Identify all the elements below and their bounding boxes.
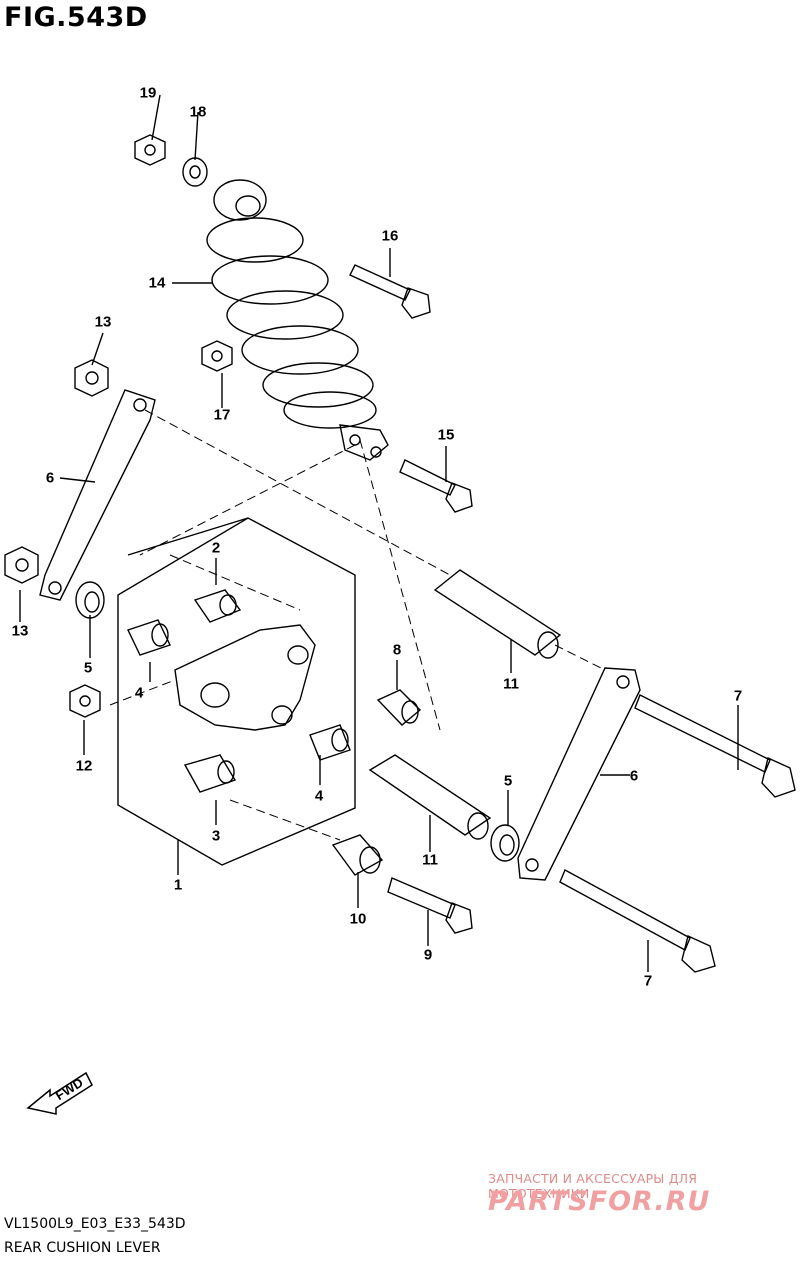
axis-lines bbox=[109, 409, 606, 841]
callout-9: 9 bbox=[423, 946, 433, 964]
callout-11-upper: 11 bbox=[503, 675, 519, 693]
bolt-7-upper bbox=[634, 694, 796, 798]
bolt-9 bbox=[387, 877, 473, 934]
figure-title: FIG.543D bbox=[4, 2, 148, 33]
bolt-16 bbox=[349, 264, 431, 319]
callout-18: 18 bbox=[189, 103, 207, 121]
bolt-15 bbox=[399, 459, 473, 513]
nut-19 bbox=[134, 134, 166, 166]
spacer-11-upper bbox=[433, 569, 562, 659]
callout-5-right: 5 bbox=[503, 772, 513, 790]
callout-1: 1 bbox=[173, 876, 183, 894]
cushion-lever bbox=[174, 624, 316, 731]
callout-13-top: 13 bbox=[94, 313, 112, 331]
bearing-3 bbox=[183, 754, 237, 793]
bearing-4-left bbox=[127, 619, 171, 656]
fwd-arrow-icon bbox=[26, 1071, 93, 1115]
callout-16: 16 bbox=[381, 227, 399, 245]
bolt-7-lower bbox=[559, 869, 716, 973]
cushion-rod-right bbox=[517, 667, 641, 881]
shock-absorber bbox=[206, 179, 389, 461]
spacer-8 bbox=[376, 689, 422, 726]
nut-17 bbox=[201, 340, 233, 372]
callout-13-bottom: 13 bbox=[11, 622, 29, 640]
leader-lines bbox=[19, 94, 739, 972]
lever-assembly-box bbox=[117, 517, 356, 866]
callout-14: 14 bbox=[148, 274, 166, 292]
callout-19: 19 bbox=[139, 84, 157, 102]
callout-4-left: 4 bbox=[134, 684, 144, 702]
nut-12 bbox=[69, 684, 101, 718]
bearing-2 bbox=[193, 589, 242, 623]
callout-12: 12 bbox=[75, 757, 93, 775]
bearing-4-right bbox=[309, 724, 351, 761]
washer-18 bbox=[182, 157, 208, 187]
diagram-code: VL1500L9_E03_E33_543D bbox=[4, 1216, 186, 1232]
callout-3: 3 bbox=[211, 827, 221, 845]
callout-2: 2 bbox=[211, 539, 221, 557]
cushion-rod-left bbox=[39, 389, 156, 601]
callout-8: 8 bbox=[392, 641, 402, 659]
callout-6-left: 6 bbox=[45, 469, 55, 487]
callout-6-right: 6 bbox=[629, 767, 639, 785]
nut-13-bottom bbox=[4, 546, 39, 584]
callout-10: 10 bbox=[349, 910, 367, 928]
callout-17: 17 bbox=[213, 406, 231, 424]
callout-7-upper: 7 bbox=[733, 687, 743, 705]
callout-11-lower: 11 bbox=[422, 851, 438, 869]
callout-7-lower: 7 bbox=[643, 972, 653, 990]
watermark-logo: PARTSFOR.RU bbox=[488, 1186, 711, 1217]
nut-13-top bbox=[74, 359, 109, 397]
spacer-11-lower bbox=[368, 754, 492, 840]
callout-15: 15 bbox=[437, 426, 455, 444]
seal-5-left bbox=[75, 581, 105, 619]
callout-4-right: 4 bbox=[314, 787, 324, 805]
collar-10 bbox=[331, 834, 384, 876]
watermark-tagline: ЗАПЧАСТИ И АКСЕССУАРЫ ДЛЯ МОТОТЕХНИКИ bbox=[488, 1171, 698, 1201]
seal-5-right bbox=[490, 824, 520, 862]
diagram-caption: REAR CUSHION LEVER bbox=[4, 1240, 161, 1256]
callout-5-left: 5 bbox=[83, 659, 93, 677]
